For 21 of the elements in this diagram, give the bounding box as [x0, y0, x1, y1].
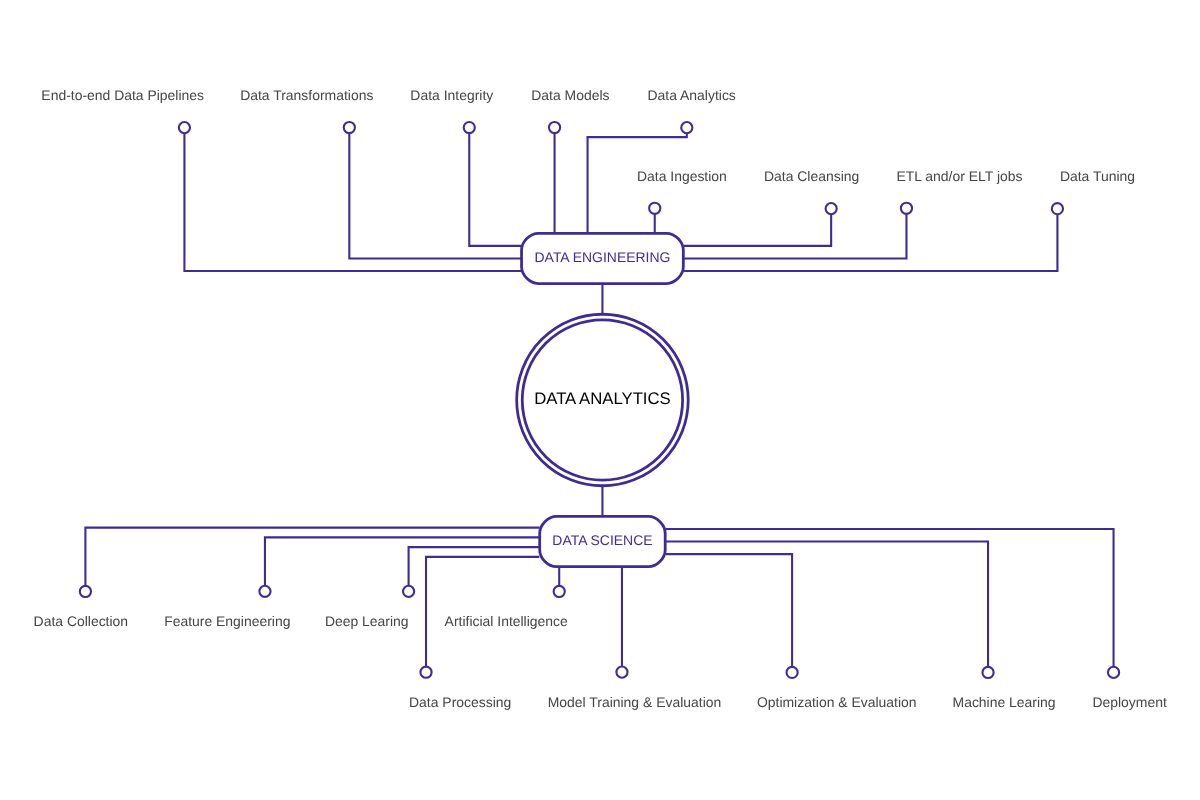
connector	[401, 546, 540, 598]
connector	[419, 555, 540, 679]
connector	[601, 486, 604, 517]
connector	[648, 201, 662, 234]
connector	[462, 120, 522, 247]
node-circle: DATA ANALYTICS	[515, 312, 690, 488]
connector	[342, 120, 522, 260]
connector	[78, 526, 540, 599]
connector	[258, 536, 540, 598]
connector	[665, 540, 995, 680]
connector	[601, 283, 604, 314]
connector	[683, 201, 914, 260]
connector	[683, 202, 1065, 273]
connector	[615, 566, 629, 679]
connector	[547, 120, 562, 233]
connector	[552, 566, 566, 599]
connector	[665, 553, 799, 680]
connector	[586, 121, 694, 234]
connector	[177, 121, 522, 273]
connector	[683, 201, 838, 247]
connector	[665, 527, 1121, 679]
